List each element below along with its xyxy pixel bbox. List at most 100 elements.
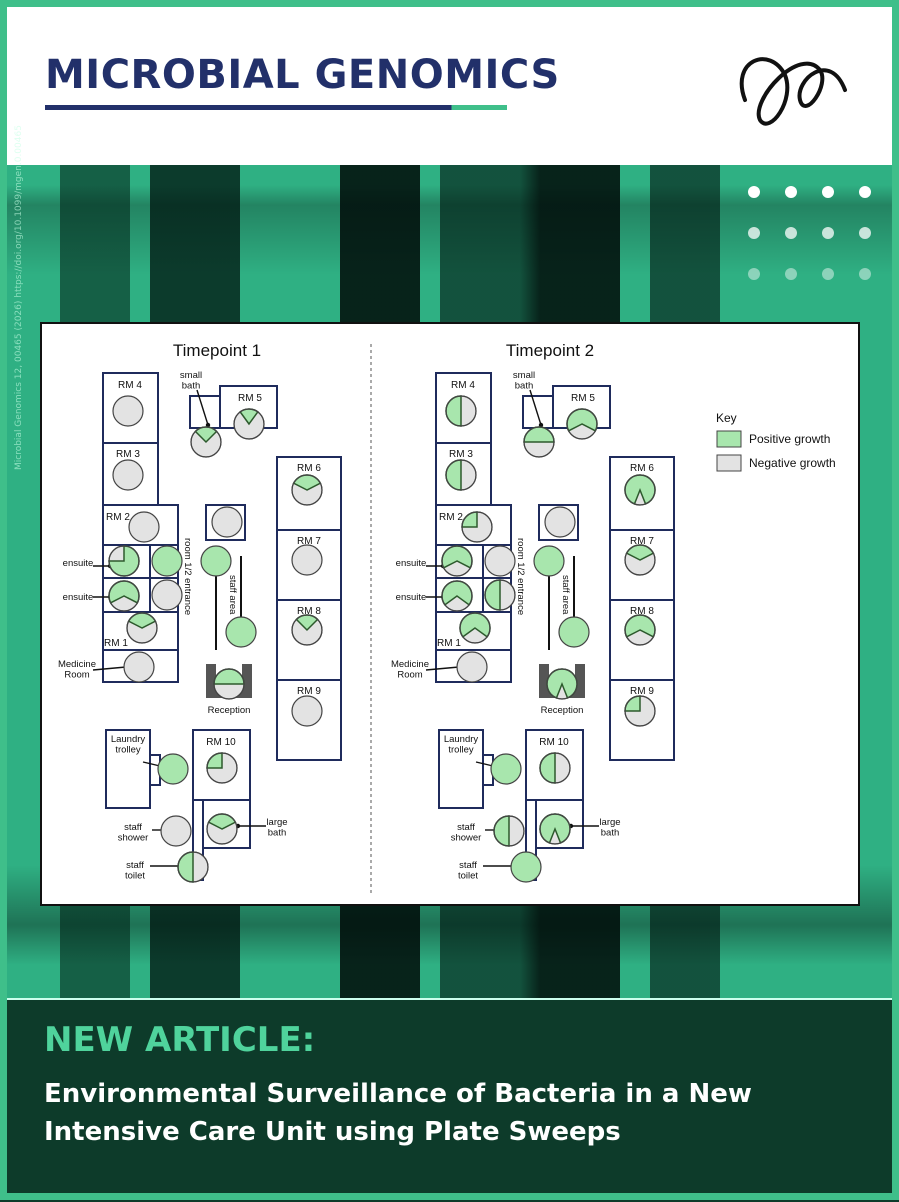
sample-plate [112,395,144,427]
sample-outline [624,474,656,506]
sample-reception [213,668,245,700]
sample-plate [157,753,189,785]
sample-outline [459,612,491,644]
reception-label: Reception [208,705,251,716]
dot [822,186,834,198]
decorative-dots [748,186,871,280]
sample-plate [112,459,144,491]
timepoint-2-panel: Timepoint 2RM 4RM 3RM 2RM 5RM 6RM 7RM 8R… [391,341,675,883]
positive-growth-sector [523,426,555,443]
sample-plate [484,545,516,577]
dot [859,227,871,239]
room-entrance-label: room 1/2 entrance [182,538,193,615]
sample-outline [190,426,222,458]
room-outline [482,544,512,613]
sample-staff-area-bay [211,506,243,538]
sample-rm-9 [291,695,323,727]
timepoint-title: Timepoint 2 [506,341,594,360]
sample-plate [160,815,192,847]
dot [748,186,760,198]
sample-room-1-2-entrance-b [484,579,516,611]
sample-ensuite-2 [108,580,140,612]
sample-plate [510,851,542,883]
sample-outline [624,544,656,576]
positive-growth-sector [445,459,462,491]
sample-outline [441,545,473,577]
negative-growth-label: Negative growth [749,456,836,470]
sample-staff-shower [493,815,525,847]
dot [822,227,834,239]
sample-outline [126,612,158,644]
sample-small-bath [190,426,222,458]
sample-staff-area-bay [544,506,576,538]
sample-plate [200,545,232,577]
arrow-icon [142,761,161,767]
positive-growth-sector [484,579,501,611]
dot [785,186,797,198]
room-label-rm5: RM 5 [238,393,262,404]
room-label-rm7: RM 7 [630,536,654,547]
sample-plate [490,753,522,785]
sample-plate [558,616,590,648]
sample-outline [546,668,578,700]
staff-area-label: staff area [227,575,238,615]
sample-plate [211,506,243,538]
dot [859,268,871,280]
sample-room-1-2-entrance-b [151,579,183,611]
sample-rm-6 [291,474,323,506]
new-article-kicker: NEW ARTICLE: [44,1020,316,1060]
room-label-rm2: RM 2 [106,512,130,523]
ensuite-label: ensuite [396,558,427,569]
citation: Microbial Genomics 12, 00465 (2026) http… [14,125,24,470]
journal-title: MICROBIAL GENOMICS [45,52,560,98]
staff-area-label: staff area [560,575,571,615]
article-banner [0,998,899,1202]
room-label-rm10: RM 10 [206,737,236,748]
ensuite-label: ensuite [396,592,427,603]
sample-reception [546,668,578,700]
sample-laundry-trolley [157,753,189,785]
sample-room-1-2-entrance-a [151,545,183,577]
sample-plate [151,579,183,611]
sample-outline [233,408,265,440]
sample-outline [108,545,140,577]
room-outline [538,504,579,541]
room-outline [205,504,246,541]
sample-rm-1 [459,612,491,644]
room-label-rm7: RM 7 [297,536,321,547]
room-label-rm4: RM 4 [451,380,475,391]
positive-growth-label: Positive growth [749,432,830,446]
arrow-icon [475,761,494,767]
sample-rm-2 [128,511,160,543]
sample-outline [484,579,516,611]
positive-growth-sector [177,851,194,883]
sample-rm-6 [624,474,656,506]
sample-outline [206,813,238,845]
arrow-head-icon [205,422,211,428]
room-label-rm4: RM 4 [118,380,142,391]
sample-rm-3 [445,459,477,491]
header: MICROBIAL GENOMICS [0,0,899,165]
sample-medicine-room [456,651,488,683]
sample-rm-10 [206,752,238,784]
sample-medicine-room [123,651,155,683]
sample-plate [456,651,488,683]
sample-outline [213,668,245,700]
room-outline [609,456,675,761]
sample-rm-2 [461,511,493,543]
room-label-rm6: RM 6 [297,463,321,474]
sample-plate [225,616,257,648]
sample-outline [177,851,209,883]
sample-rm-5 [566,408,598,440]
room-outline [189,395,221,429]
room-label-rm10: RM 10 [539,737,569,748]
ensuite-label: ensuite [63,558,94,569]
dot [748,227,760,239]
sample-staff-shower [160,815,192,847]
arrow-icon [529,389,542,426]
sample-outline [291,614,323,646]
